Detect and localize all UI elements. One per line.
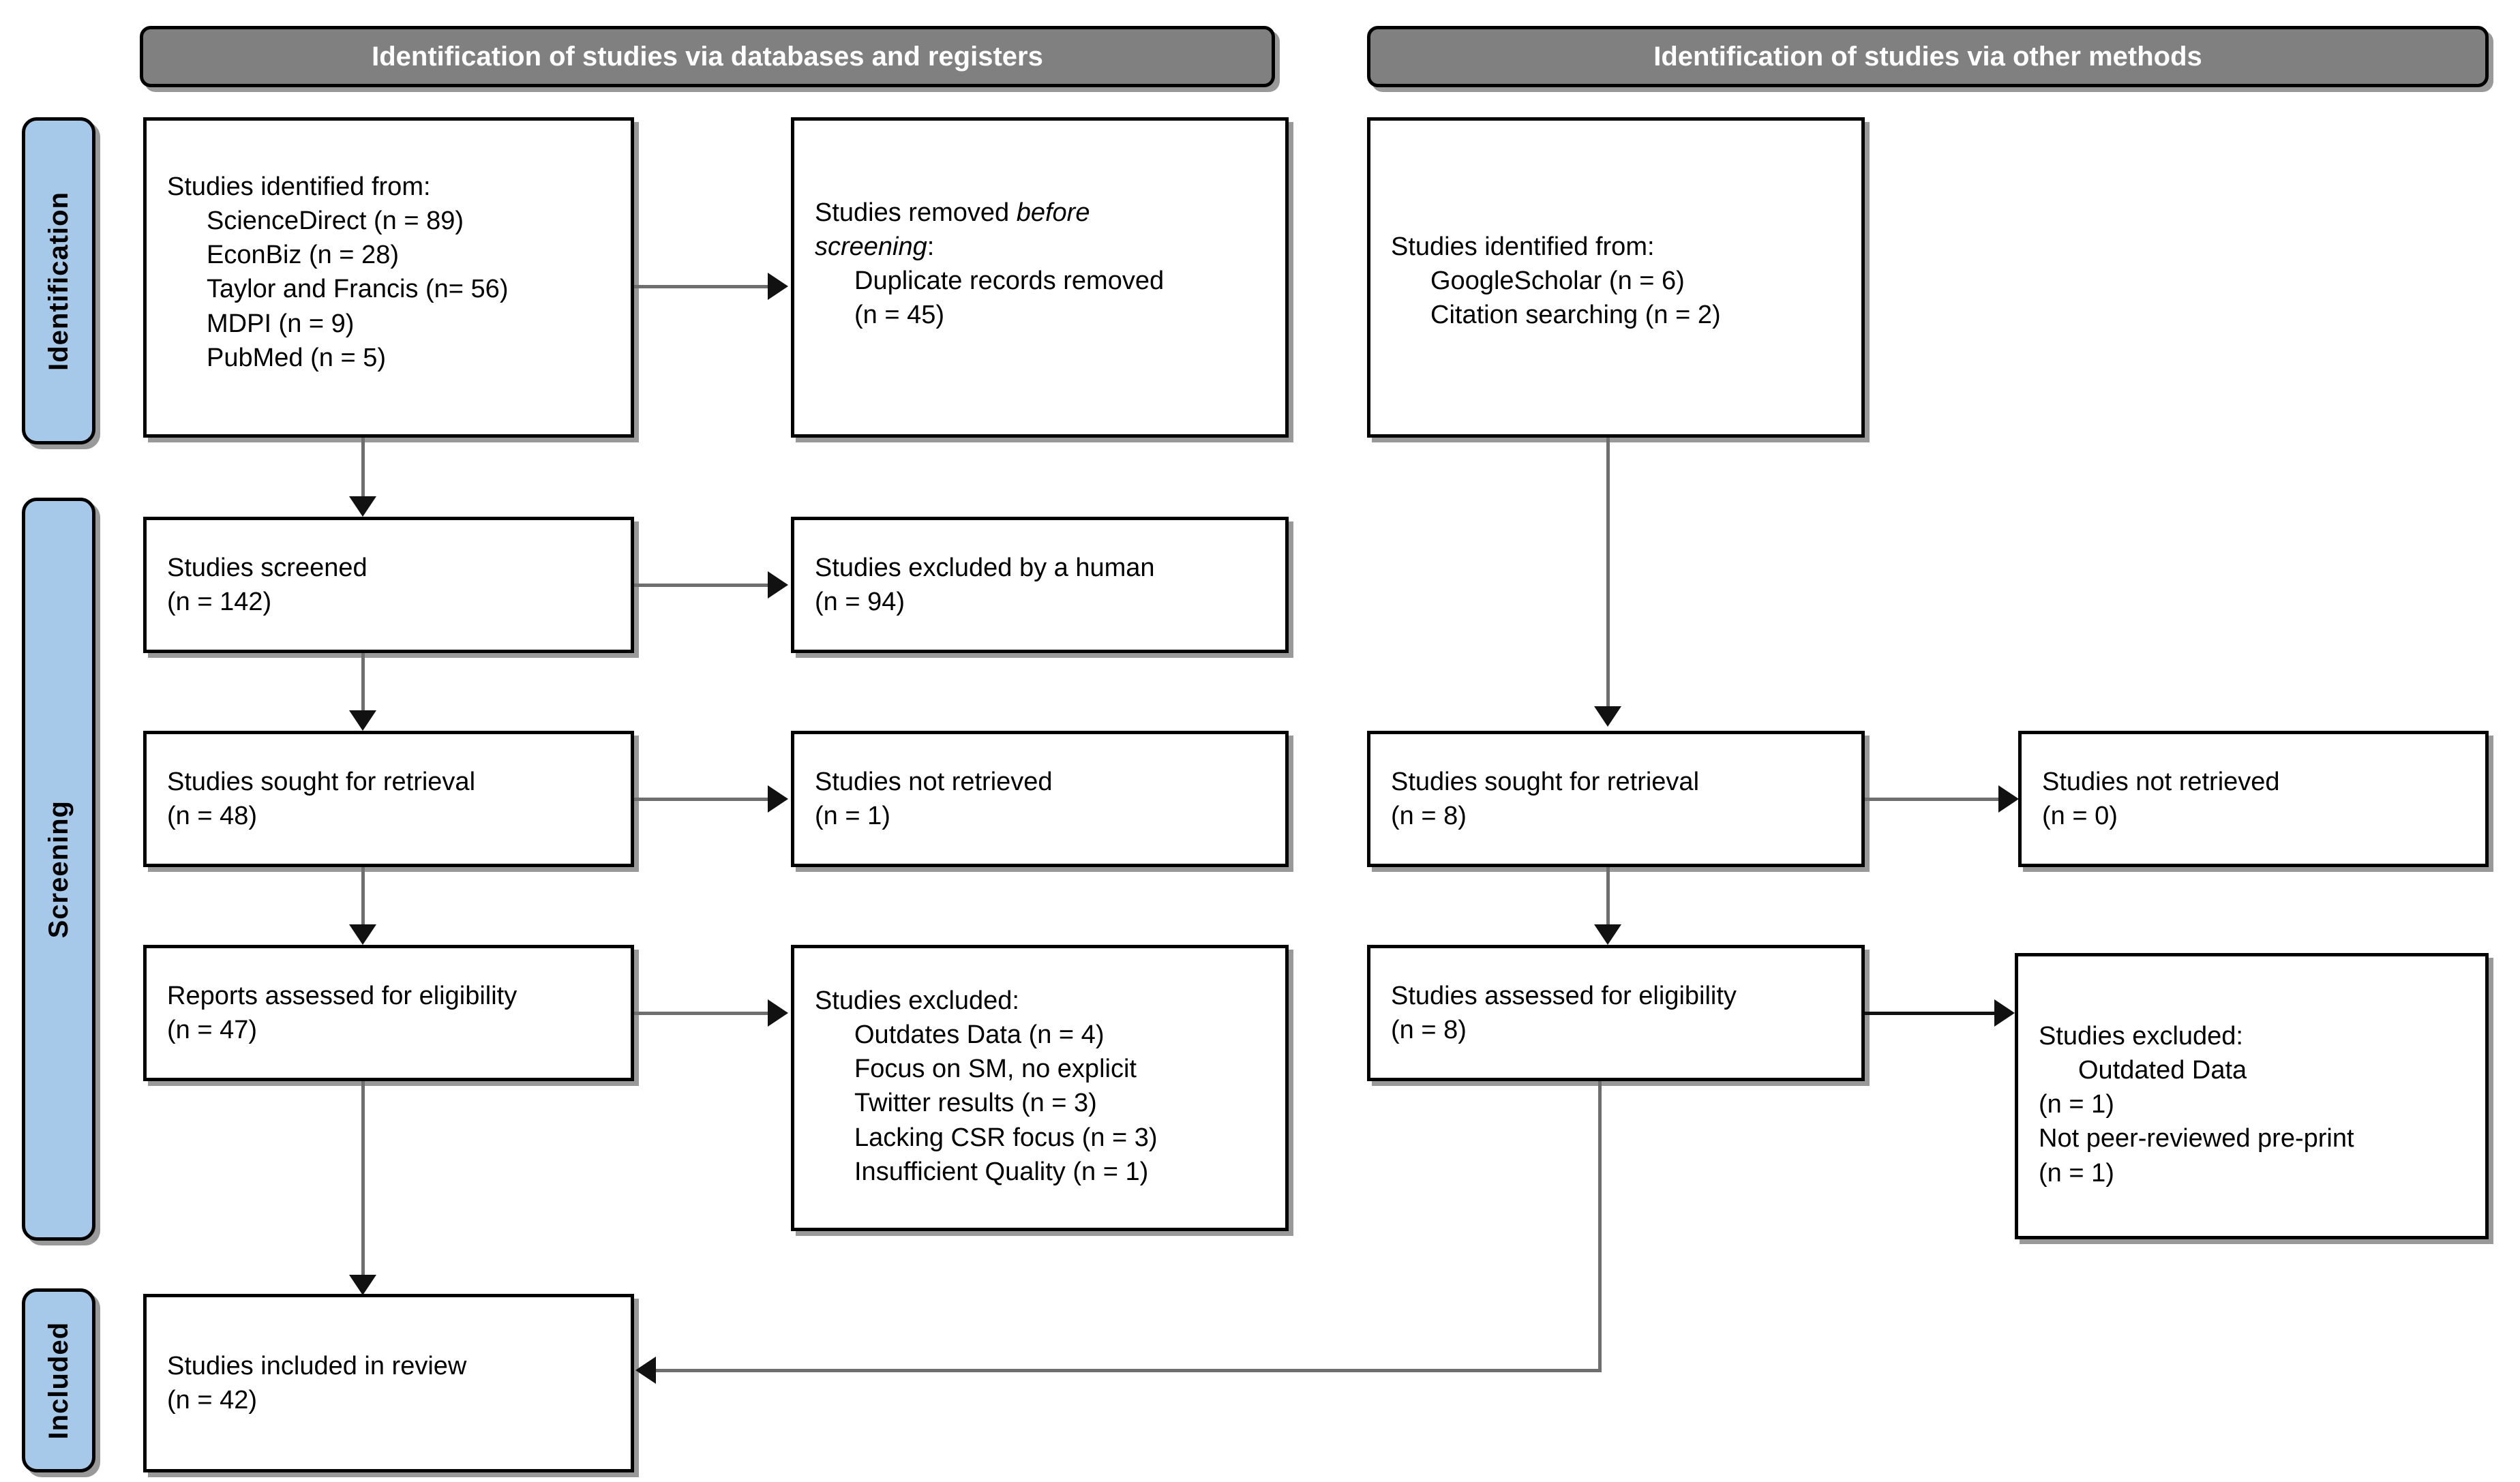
arrowhead-identified-to-screened-icon (349, 496, 376, 517)
removed-title-emph2: screening (815, 232, 927, 262)
box-studies-assessed-for-eligibility-right: Studies assessed for eligibility (n = 8) (1367, 945, 1865, 1081)
box-reports-assessed-for-eligibility: Reports assessed for eligibility (n = 47… (143, 945, 634, 1081)
removed-item-duplicates-count: (n = 45) (854, 301, 945, 330)
sought-left-title: Studies sought for retrieval (167, 767, 476, 796)
arrowhead-assessed-to-included-icon (349, 1275, 376, 1295)
header-databases-registers-label: Identification of studies via databases … (372, 42, 1043, 72)
excluded-human-count: (n = 94) (815, 588, 905, 616)
screened-count: (n = 142) (167, 588, 272, 616)
connector-identified-to-removed (634, 285, 768, 288)
connector-screened-to-sought (361, 653, 365, 714)
identified-right-source-citation: Citation searching (n = 2) (1430, 301, 1721, 330)
removed-title-text: Studies removed (815, 198, 1017, 227)
excluded-right-reason-outdated-count: (n = 1) (2039, 1090, 2114, 1119)
arrowhead-screened-to-excluded-human-icon (768, 571, 788, 599)
excluded-right-reason-preprint: Not peer-reviewed pre-print (2039, 1124, 2354, 1153)
box-studies-removed-before-screening: Studies removed before screening: Duplic… (791, 117, 1289, 438)
header-databases-registers: Identification of studies via databases … (140, 26, 1275, 87)
stage-rail-identification: Identification (22, 117, 95, 444)
assessed-right-title: Studies assessed for eligibility (1391, 981, 1737, 1010)
identified-source-mdpi: MDPI (n = 9) (207, 309, 355, 338)
arrowhead-identified-to-removed-icon (768, 273, 788, 300)
excluded-left-reason-outdates: Outdates Data (n = 4) (854, 1020, 1105, 1050)
not-retrieved-right-count: (n = 0) (2042, 802, 2118, 830)
stage-rail-identification-label: Identification (43, 191, 74, 371)
header-other-methods: Identification of studies via other meth… (1367, 26, 2489, 87)
not-retrieved-right-title: Studies not retrieved (2042, 767, 2280, 796)
connector-identified-to-screened (361, 438, 365, 500)
excluded-left-reason-twitter: Twitter results (n = 3) (854, 1089, 1097, 1118)
box-studies-included-in-review: Studies included in review (n = 42) (143, 1294, 634, 1472)
removed-title-line2: screening: (815, 230, 1265, 264)
removed-title-colon: : (927, 232, 935, 262)
arrowhead-assessed-to-excluded-right-icon (1994, 999, 2015, 1027)
excluded-left-title: Studies excluded: (815, 986, 1019, 1015)
assessed-left-count: (n = 47) (167, 1016, 258, 1044)
excluded-right-title: Studies excluded: (2039, 1022, 2243, 1050)
removed-title-emph1: before (1016, 198, 1090, 227)
connector-right-to-included-horizontal (656, 1369, 1602, 1372)
arrowhead-right-to-included-icon (635, 1357, 656, 1384)
not-retrieved-left-title: Studies not retrieved (815, 767, 1053, 796)
identified-source-econbiz: EconBiz (n = 28) (207, 241, 399, 270)
arrowhead-sought-to-assessed-right-icon (1594, 924, 1621, 945)
box-studies-identified-other-methods: Studies identified from: GoogleScholar (… (1367, 117, 1865, 438)
identified-source-taylor-francis: Taylor and Francis (n= 56) (207, 275, 509, 304)
box-studies-not-retrieved-right: Studies not retrieved (n = 0) (2018, 731, 2489, 867)
excluded-left-reason-focus-sm: Focus on SM, no explicit (854, 1055, 1137, 1084)
arrowhead-identified-to-sought-right-icon (1594, 706, 1621, 727)
connector-sought-to-not-retrieved-right (1865, 798, 1998, 801)
box-studies-excluded-right: Studies excluded: Outdated Data (n = 1) … (2015, 953, 2489, 1239)
identified-source-pubmed: PubMed (n = 5) (207, 343, 386, 372)
connector-assessed-to-included (361, 1081, 365, 1279)
sought-right-title: Studies sought for retrieval (1391, 767, 1700, 796)
identified-title: Studies identified from: (167, 172, 431, 201)
connector-sought-to-assessed-left (361, 867, 365, 928)
identified-right-source-googlescholar: GoogleScholar (n = 6) (1430, 267, 1685, 296)
connector-sought-to-not-retrieved-left (634, 798, 768, 801)
stage-rail-included-label: Included (43, 1321, 74, 1440)
connector-right-assessed-down (1598, 1081, 1602, 1370)
box-studies-identified-databases: Studies identified from: ScienceDirect (… (143, 117, 634, 438)
stage-rail-included: Included (22, 1288, 95, 1472)
connector-assessed-to-excluded-right (1865, 1012, 1994, 1015)
assessed-right-count: (n = 8) (1391, 1016, 1467, 1044)
removed-item-duplicates: Duplicate records removed (854, 267, 1165, 296)
excluded-left-reason-quality: Insufficient Quality (n = 1) (854, 1157, 1149, 1186)
not-retrieved-left-count: (n = 1) (815, 802, 890, 830)
arrowhead-sought-to-assessed-left-icon (349, 924, 376, 945)
included-title: Studies included in review (167, 1351, 467, 1380)
excluded-right-reason-outdated: Outdated Data (2078, 1056, 2247, 1085)
identified-source-sciencedirect: ScienceDirect (n = 89) (207, 207, 464, 236)
stage-rail-screening: Screening (22, 498, 95, 1241)
sought-right-count: (n = 8) (1391, 802, 1467, 830)
removed-title-line1: Studies removed before (815, 196, 1265, 230)
box-studies-not-retrieved-left: Studies not retrieved (n = 1) (791, 731, 1289, 867)
connector-screened-to-excluded-human (634, 584, 768, 587)
header-other-methods-label: Identification of studies via other meth… (1653, 42, 2202, 72)
sought-left-count: (n = 48) (167, 802, 258, 830)
identified-right-title: Studies identified from: (1391, 232, 1655, 261)
excluded-human-title: Studies excluded by a human (815, 553, 1155, 582)
screened-title: Studies screened (167, 553, 368, 582)
connector-assessed-to-excluded-left (634, 1012, 768, 1015)
arrowhead-sought-to-not-retrieved-left-icon (768, 785, 788, 813)
box-studies-sought-for-retrieval-right: Studies sought for retrieval (n = 8) (1367, 731, 1865, 867)
arrowhead-screened-to-sought-icon (349, 710, 376, 731)
arrowhead-assessed-to-excluded-left-icon (768, 999, 788, 1027)
connector-sought-to-assessed-right (1606, 867, 1610, 928)
box-studies-excluded-left: Studies excluded: Outdates Data (n = 4) … (791, 945, 1289, 1231)
stage-rail-screening-label: Screening (43, 800, 74, 939)
arrowhead-sought-to-not-retrieved-right-icon (1998, 785, 2019, 813)
assessed-left-title: Reports assessed for eligibility (167, 981, 518, 1010)
box-studies-sought-for-retrieval-left: Studies sought for retrieval (n = 48) (143, 731, 634, 867)
included-count: (n = 42) (167, 1386, 258, 1415)
connector-identified-to-sought-right (1606, 438, 1610, 710)
excluded-right-reason-preprint-count: (n = 1) (2039, 1158, 2114, 1188)
box-studies-excluded-by-human: Studies excluded by a human (n = 94) (791, 517, 1289, 653)
box-studies-screened: Studies screened (n = 142) (143, 517, 634, 653)
excluded-left-reason-csr: Lacking CSR focus (n = 3) (854, 1123, 1158, 1152)
